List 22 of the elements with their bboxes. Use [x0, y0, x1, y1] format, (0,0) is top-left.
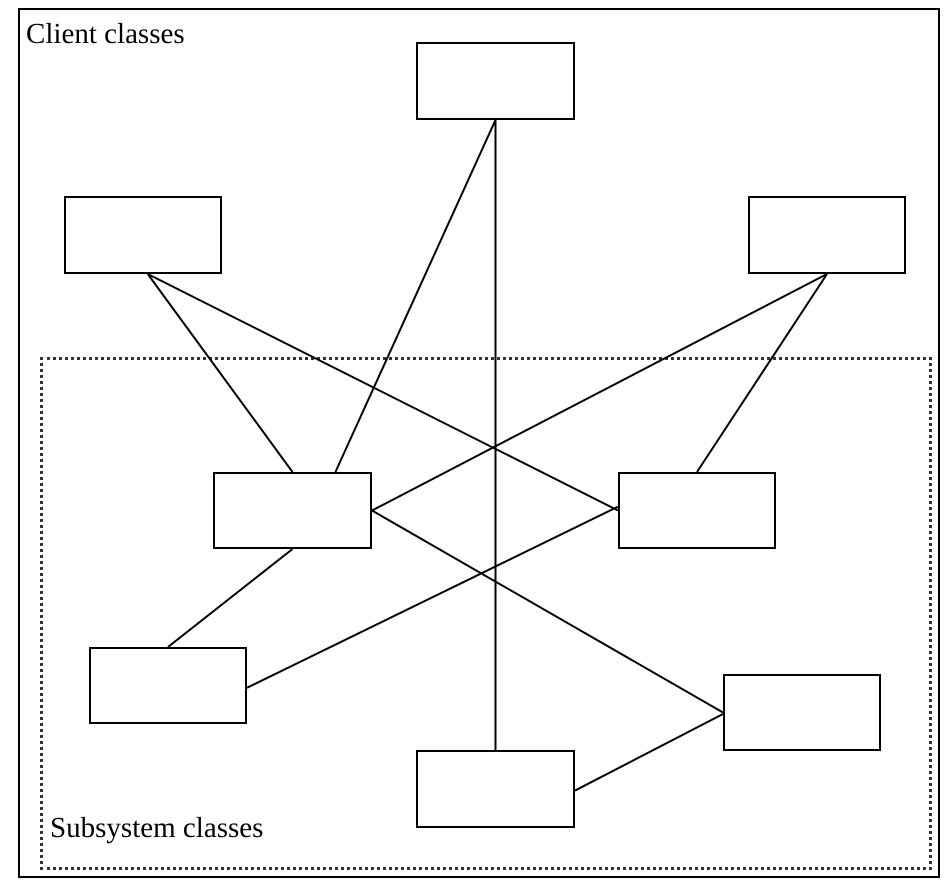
connector-line	[696, 273, 828, 473]
connector-line	[147, 273, 618, 512]
class-box	[748, 196, 906, 274]
outer-frame	[18, 8, 940, 878]
class-box	[723, 674, 881, 751]
class-box	[416, 42, 575, 120]
class-box	[89, 647, 247, 724]
dotted-region	[40, 357, 932, 870]
class-box	[64, 196, 222, 274]
connector-line	[372, 510, 724, 714]
class-box	[618, 472, 776, 549]
connector-line	[246, 506, 618, 689]
connector-line	[574, 713, 724, 792]
connector-line	[146, 273, 294, 473]
class-box	[416, 750, 575, 828]
class-box	[213, 472, 372, 549]
connector-line	[494, 120, 496, 750]
client-area-label: Client classes	[26, 18, 185, 51]
subsystem-area-label: Subsystem classes	[50, 812, 264, 845]
connector-line	[167, 548, 294, 648]
connector-line	[372, 273, 828, 512]
connector-line	[334, 120, 496, 472]
